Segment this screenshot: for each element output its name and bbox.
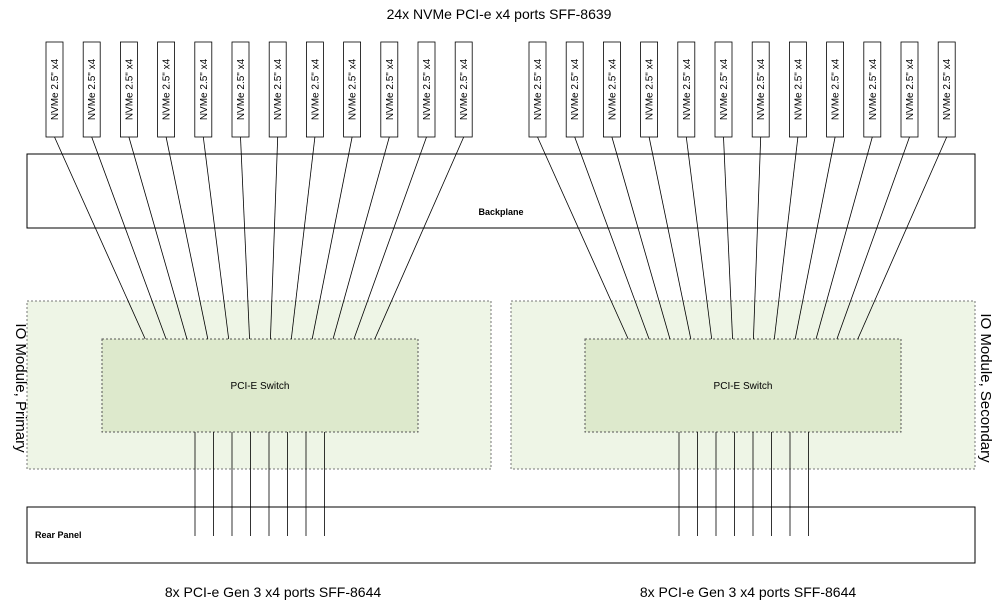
nvme-drive-slot xyxy=(789,41,807,138)
nvme-drive-slots: NVMe 2.5" x4 NVMe 2.5" x4 NVMe 2.5" x4 NVMe… xyxy=(45,41,956,138)
nvme-drive-slot xyxy=(528,41,547,138)
drive-link-line xyxy=(773,136,799,340)
rear-port-lines xyxy=(194,432,809,536)
drive-link-line xyxy=(648,136,692,340)
nvme-drive-label: NVMe 2.5" x4 xyxy=(273,58,284,120)
nvme-drive-slot xyxy=(714,41,733,138)
nvme-drive-label: NVMe 2.5" x4 xyxy=(50,58,61,120)
nvme-drive-slot xyxy=(863,41,882,138)
drive-link-line xyxy=(374,136,465,340)
nvme-drive-label: NVMe 2.5" x4 xyxy=(905,58,916,120)
nvme-drive-slot xyxy=(900,41,919,138)
nvme-drive-slot xyxy=(45,41,64,138)
nvme-drive-label: NVMe 2.5" x4 xyxy=(570,58,581,120)
nvme-drive-slot xyxy=(677,41,696,138)
pcie-switch-right-label: PCI-E Switch xyxy=(714,381,773,392)
pcie-switch-left-label: PCI-E Switch xyxy=(231,381,290,392)
nvme-drive-slot xyxy=(751,41,770,138)
nvme-drive-label: NVMe 2.5" x4 xyxy=(162,58,173,120)
nvme-drive-label: NVMe 2.5" x4 xyxy=(199,58,210,120)
drive-link-line xyxy=(753,136,762,340)
nvme-drive-label: NVMe 2.5" x4 xyxy=(124,58,135,120)
nvme-drive-slot xyxy=(937,41,956,138)
bottom-caption-right: 8x PCI-e Gen 3 x4 ports SFF-8644 xyxy=(640,584,857,600)
nvme-drive-slot xyxy=(343,41,362,138)
backplane-box xyxy=(26,153,976,229)
nvme-drive-label: NVMe 2.5" x4 xyxy=(385,58,396,120)
nvme-drive-slot xyxy=(231,41,250,138)
drive-link-line xyxy=(836,136,910,340)
rear-panel-box xyxy=(26,506,976,564)
nvme-drive-label: NVMe 2.5" x4 xyxy=(645,58,656,120)
bottom-caption-left: 8x PCI-e Gen 3 x4 ports SFF-8644 xyxy=(165,584,382,600)
nvme-drive-slot xyxy=(120,41,138,138)
nvme-drive-slot xyxy=(82,41,101,138)
backplane-label: Backplane xyxy=(478,207,523,217)
rear-panel-label: Rear Panel xyxy=(35,530,82,540)
nvme-drive-slot xyxy=(417,41,436,138)
nvme-drive-slot xyxy=(640,41,658,138)
drive-link-line xyxy=(794,136,836,340)
drive-link-line xyxy=(165,136,209,340)
drive-link-line xyxy=(240,136,250,340)
pcie-switch-left xyxy=(101,338,419,433)
nvme-drive-label: NVMe 2.5" x4 xyxy=(682,58,693,120)
nvme-drive-slot xyxy=(603,41,621,138)
drive-link-line xyxy=(54,136,146,340)
drive-link-line xyxy=(353,136,427,340)
drive-link-line xyxy=(857,136,948,340)
nvme-drive-slot xyxy=(826,41,844,138)
nvme-drive-label: NVMe 2.5" x4 xyxy=(831,58,842,120)
drive-link-line xyxy=(128,136,188,340)
io-module-primary-label: IO Module, Primary xyxy=(12,323,29,453)
nvme-drive-label: NVMe 2.5" x4 xyxy=(533,58,544,120)
nvme-drive-label: NVMe 2.5" x4 xyxy=(422,58,433,120)
drive-link-line xyxy=(290,136,316,340)
nvme-drive-label: NVMe 2.5" x4 xyxy=(607,58,618,120)
drive-link-line xyxy=(202,136,230,340)
nvme-drive-label: NVMe 2.5" x4 xyxy=(868,58,879,120)
nvme-drive-label: NVMe 2.5" x4 xyxy=(719,58,730,120)
nvme-drive-label: NVMe 2.5" x4 xyxy=(87,58,98,120)
nvme-drive-label: NVMe 2.5" x4 xyxy=(756,58,767,120)
nvme-drive-label: NVMe 2.5" x4 xyxy=(459,58,470,120)
nvme-drive-slot xyxy=(380,41,399,138)
drive-link-line xyxy=(723,136,733,340)
nvme-drive-slot xyxy=(268,41,287,138)
nvme-drive-label: NVMe 2.5" x4 xyxy=(793,58,804,120)
nvme-drive-slot xyxy=(454,41,473,138)
nvme-drive-label: NVMe 2.5" x4 xyxy=(348,58,359,120)
drive-link-line xyxy=(537,136,629,340)
drive-link-line xyxy=(270,136,279,340)
drive-link-line xyxy=(311,136,353,340)
nvme-drive-label: NVMe 2.5" x4 xyxy=(310,58,321,120)
nvme-drive-slot xyxy=(565,41,584,138)
drive-link-line xyxy=(685,136,713,340)
drive-link-lines xyxy=(54,136,948,340)
nvme-drive-slot xyxy=(157,41,176,138)
drive-link-line xyxy=(574,136,650,340)
drive-link-line xyxy=(815,136,873,340)
io-module-secondary-label: IO Module, Secondary xyxy=(977,313,994,463)
nvme-drive-label: NVMe 2.5" x4 xyxy=(942,58,953,120)
drive-link-line xyxy=(611,136,671,340)
drive-link-line xyxy=(91,136,167,340)
pcie-switch-right xyxy=(584,338,902,433)
drive-link-line xyxy=(332,136,390,340)
top-title: 24x NVMe PCI-e x4 ports SFF-8639 xyxy=(387,6,612,22)
nvme-drive-label: NVMe 2.5" x4 xyxy=(236,58,247,120)
nvme-drive-slot xyxy=(194,41,213,138)
nvme-drive-slot xyxy=(305,41,324,138)
